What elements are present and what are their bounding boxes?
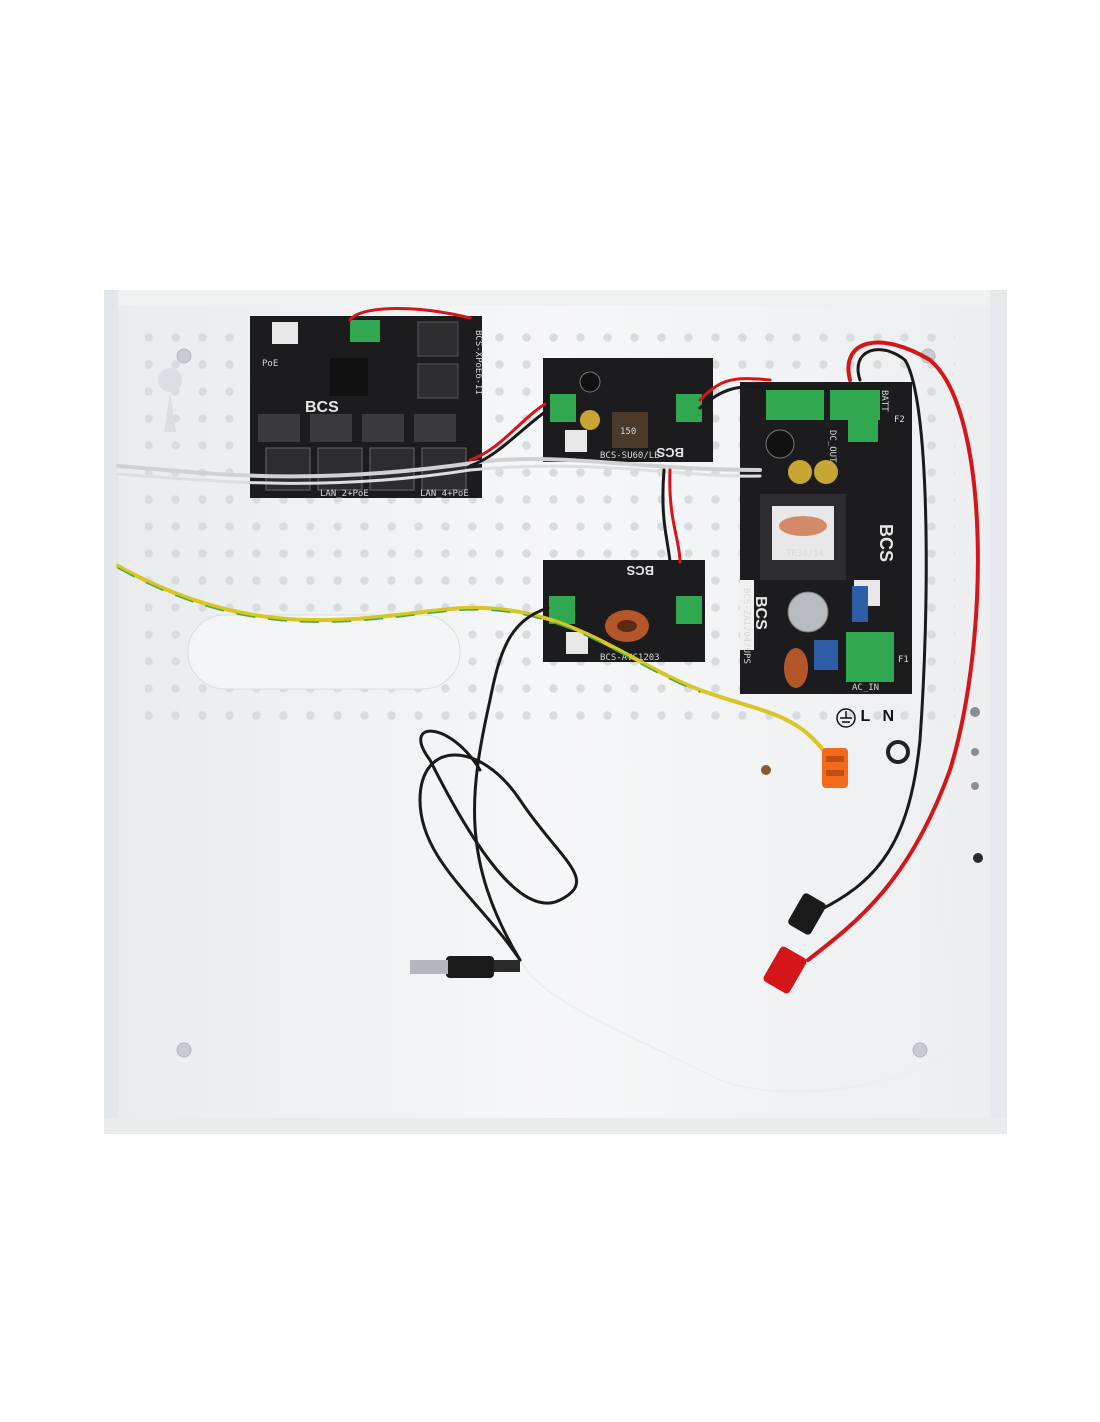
- psu-terminal-batt: BATT: [879, 390, 889, 412]
- psu-terminal-f1: F1: [898, 655, 909, 665]
- psu-terminal-f2: F2: [894, 415, 905, 425]
- cables: [116, 307, 980, 1093]
- poe-switch-model: BCS-XPoE6-II: [473, 330, 483, 395]
- psu-transformer-label: TR30/14: [786, 549, 824, 559]
- poe-lan-label-1: LAN_2+PoE: [320, 489, 369, 499]
- poe-lan-label-2: LAN_4+PoE: [420, 489, 469, 499]
- dc-barrel-plug: [410, 956, 520, 978]
- psu-logo-side: BCS: [752, 596, 769, 630]
- converter-top-inductor: 150: [620, 427, 636, 437]
- mains-ln-label: L N: [860, 708, 898, 725]
- cable-grommet: [886, 740, 910, 764]
- poe-switch-logo: BCS: [305, 399, 339, 416]
- converter-top-logo: BCS: [656, 445, 684, 460]
- indicator-led: [761, 765, 771, 775]
- spade-terminals: [763, 893, 826, 994]
- poe-switch-side-label: PoE: [262, 359, 278, 369]
- converter-bottom-board: BCS BCS-AVC1203: [543, 560, 705, 663]
- psu-board: TR30/14 BCS BCS BCS-ZA1204/UPS AC_IN F1 …: [740, 382, 912, 694]
- psu-model: BCS-ZA1204/UPS: [741, 588, 751, 664]
- side-wall-fixtures: [970, 707, 983, 863]
- converter-top-model: BCS-SU60/LE: [600, 451, 660, 461]
- converter-top-board: 150 BCS BCS-SU60/LE: [543, 358, 713, 462]
- psu-logo-top: BCS: [876, 524, 896, 562]
- mains-connector: [822, 748, 848, 788]
- poe-switch-board: BCS BCS-XPoE6-II PoE LAN_2+PoE LAN_4+PoE: [250, 316, 483, 499]
- converter-bottom-logo: BCS: [626, 563, 654, 578]
- psu-terminal-dc-out: DC_OUT: [827, 430, 837, 463]
- ground-symbol-icon: [836, 708, 856, 728]
- psu-terminal-ac-in: AC_IN: [852, 683, 879, 693]
